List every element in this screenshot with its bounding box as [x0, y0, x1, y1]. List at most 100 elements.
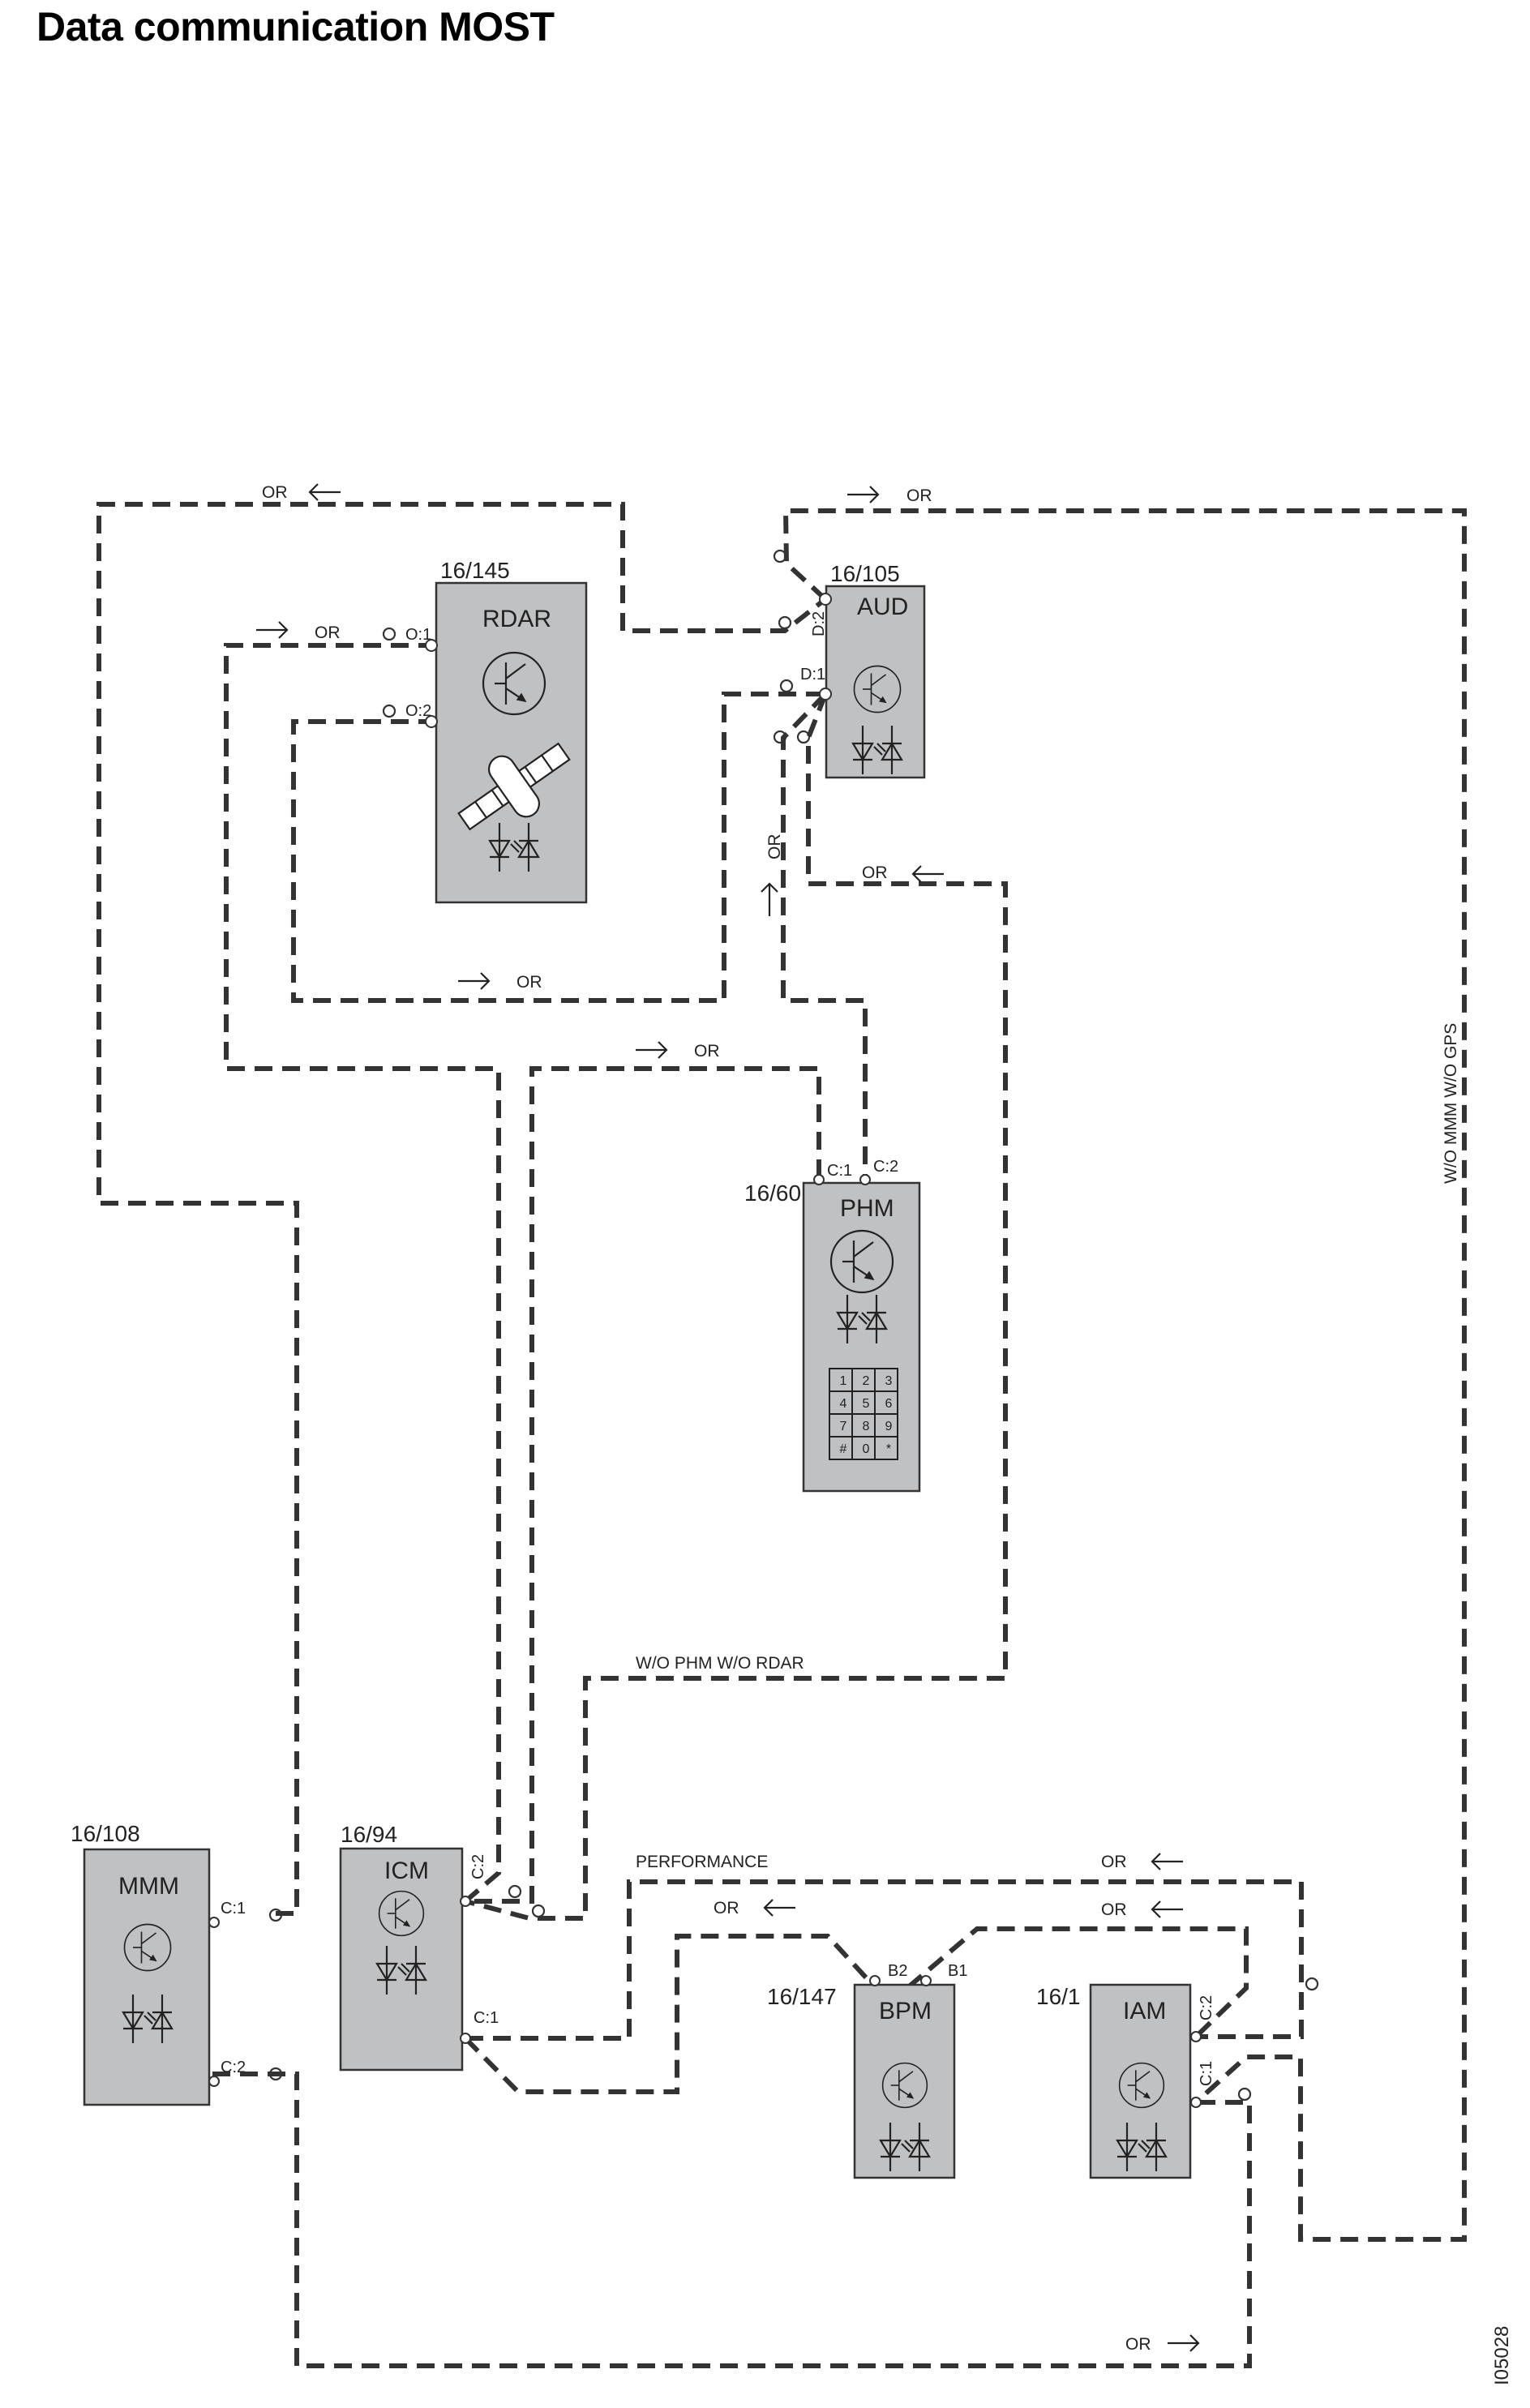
module-name: IAM: [1123, 1998, 1166, 2025]
wire-bpm-b1-to-iam-c2: [906, 1926, 1249, 2039]
or-label: OR: [862, 863, 888, 882]
keypad-key: 3: [885, 1374, 893, 1388]
keypad-key: 6: [885, 1397, 893, 1411]
module-icm[interactable]: 16/94 ICM C:2 C:1: [339, 1822, 546, 2072]
module-name: AUD: [857, 593, 908, 620]
or-label: OR: [1125, 2335, 1151, 2354]
arrow-up-icon: [761, 882, 778, 916]
pin-c2[interactable]: [1190, 2031, 1202, 2042]
wire-aud-d1-to-phm-c2: [781, 692, 868, 1177]
pin-label: C:1: [221, 1900, 246, 1917]
pin-o2[interactable]: [425, 715, 438, 728]
wire-aud-d1-wo-phm: [465, 692, 1008, 1921]
pin-c2[interactable]: [208, 2076, 220, 2087]
arrow-left-icon: [911, 865, 944, 883]
pin-c1[interactable]: [1190, 2097, 1202, 2108]
or-label: OR: [906, 486, 932, 505]
module-bpm[interactable]: 16/147 BPM B2 B1: [767, 1962, 967, 2179]
connector-icon: [531, 1904, 546, 1918]
wire-mmm-c2-to-iam-c1: [212, 2072, 1252, 2368]
pin-c2[interactable]: [859, 1174, 871, 1185]
connector-icon: [773, 549, 787, 563]
module-name: RDAR: [482, 606, 551, 632]
connector-icon: [778, 615, 792, 630]
connector-icon: [268, 1908, 283, 1922]
performance-label: PERFORMANCE: [636, 1853, 768, 1871]
pin-c2[interactable]: [460, 1896, 471, 1907]
keypad-key: #: [840, 1442, 847, 1456]
keypad-key: 1: [840, 1374, 847, 1388]
pin-o1[interactable]: [425, 639, 438, 652]
or-label: OR: [714, 1899, 739, 1917]
pin-label: D:1: [800, 666, 825, 683]
connector-icon: [796, 730, 811, 744]
module-name: ICM: [384, 1857, 429, 1884]
arrow-right-icon: [636, 1041, 668, 1059]
figure-id: I05028: [1491, 2326, 1513, 2385]
arrow-left-icon: [763, 1899, 795, 1917]
arrow-left-icon: [1151, 1853, 1183, 1870]
wire-icm-c1-to-bpm-b2: [463, 1934, 877, 2094]
or-label: OR: [315, 623, 341, 642]
pin-label: C:2: [873, 1158, 898, 1176]
pin-c1[interactable]: [813, 1174, 825, 1185]
connector-icon: [773, 730, 787, 744]
or-label: OR: [262, 483, 288, 502]
wire-phm-c1-to-icm-c2: [465, 1066, 821, 1904]
connector-icon: [1237, 2087, 1252, 2102]
pin-label: C:1: [474, 2009, 499, 2027]
arrow-left-icon: [1151, 1900, 1183, 1918]
annotations: OR OR OR OR OR OR OR OR OR OR OR W/O PHM…: [256, 483, 1513, 2385]
module-number: 16/94: [341, 1822, 397, 1847]
wire-rdar-o1: [224, 643, 501, 1904]
arrow-left-icon: [308, 483, 341, 501]
pin-label: C:2: [1198, 1995, 1215, 2020]
module-number: 16/145: [440, 558, 510, 583]
module-name: BPM: [879, 1998, 932, 2025]
arrow-right-icon: [1168, 2334, 1200, 2352]
keypad-key: 7: [840, 1420, 847, 1433]
wire-rdar-o2: [291, 692, 825, 1003]
pin-c1[interactable]: [460, 2033, 471, 2044]
connector-icon: [382, 704, 396, 718]
module-iam[interactable]: 16/1 IAM C:2 C:1: [1036, 1977, 1319, 2179]
pin-label: O:2: [405, 702, 431, 720]
arrow-right-icon: [847, 486, 880, 503]
module-aud[interactable]: 16/105 AUD D:2 D:1: [773, 549, 926, 779]
or-label: OR: [1101, 1853, 1127, 1871]
connector-icon: [382, 627, 396, 641]
pin-label: B1: [948, 1962, 967, 1980]
keypad-key: 5: [863, 1397, 870, 1411]
keypad-key: 0: [863, 1442, 870, 1456]
wire-mmm-c1-to-aud-d2: [96, 502, 827, 1916]
module-number: 16/60: [744, 1180, 801, 1206]
module-number: 16/147: [767, 1984, 837, 2009]
module-mmm[interactable]: 16/108 MMM C:1 C:2: [71, 1821, 283, 2106]
pin-c1[interactable]: [208, 1917, 220, 1928]
pin-label: C:1: [1198, 2061, 1215, 2086]
pin-label: C:2: [469, 1854, 487, 1879]
wo-mmm-wo-gps-label: W/O MMM W/O GPS: [1442, 1023, 1460, 1184]
or-label: OR: [694, 1042, 720, 1060]
connector-icon: [1305, 1977, 1319, 1991]
module-rdar[interactable]: 16/145 RDAR O:1 O:2: [382, 558, 588, 904]
wire-icm-c1-performance: [465, 1879, 1304, 2041]
pin-d1[interactable]: [819, 688, 832, 701]
module-number: 16/105: [830, 561, 900, 586]
pin-b2[interactable]: [869, 1975, 881, 1986]
pin-label: O:1: [405, 626, 431, 644]
wire-aud-d2-to-right: [782, 508, 1467, 2242]
keypad-key: 9: [885, 1420, 893, 1433]
or-label: OR: [765, 834, 784, 860]
connector-icon: [508, 1884, 522, 1899]
pin-b1[interactable]: [920, 1975, 932, 1986]
keypad-key: 8: [863, 1420, 870, 1433]
pin-d2[interactable]: [819, 593, 832, 606]
pin-label: B2: [888, 1962, 907, 1980]
or-label: OR: [1101, 1900, 1127, 1919]
pin-label: D:2: [810, 611, 828, 636]
keypad-key: *: [886, 1442, 891, 1456]
